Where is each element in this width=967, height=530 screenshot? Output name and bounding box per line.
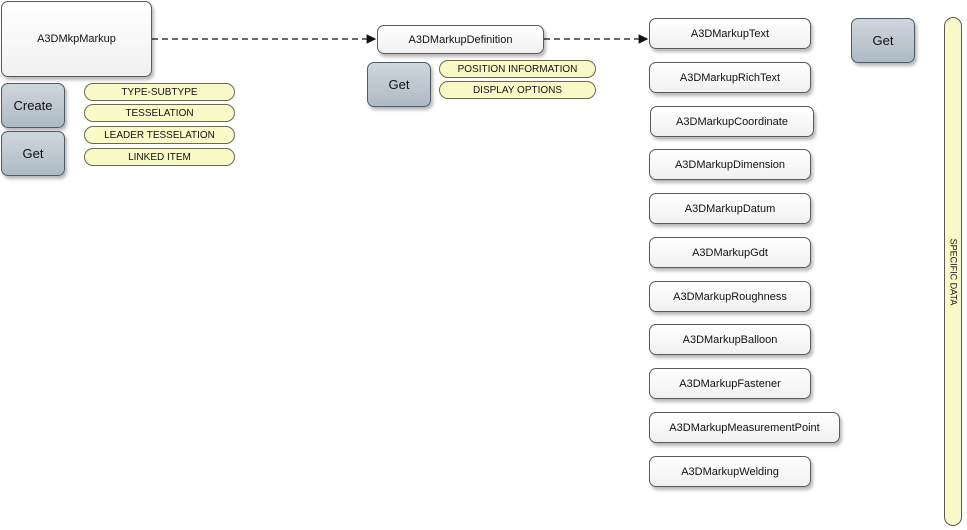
definition-get-button-label: Get [388,77,410,92]
specific-data-bar [944,17,962,526]
type-a3dmarkupballoon: A3DMarkupBalloon [649,324,811,355]
type-a3dmarkupdatum-label: A3DMarkupDatum [684,202,776,215]
tag-display-options: DISPLAY OPTIONS [439,81,596,99]
type-a3dmarkupmeasurementpoint: A3DMarkupMeasurementPoint [649,412,840,443]
type-a3dmarkuproughness: A3DMarkupRoughness [649,281,811,312]
tag-tesselation: TESSELATION [84,104,235,122]
specific-data-label-wrap: SPECIFIC DATA [944,17,962,526]
type-a3dmarkupwelding: A3DMarkupWelding [649,456,811,487]
type-a3dmarkupcoordinate: A3DMarkupCoordinate [650,106,814,137]
type-a3dmarkupfastener-label: A3DMarkupFastener [679,377,781,390]
tag-linked-item-label: LINKED ITEM [128,151,191,163]
tag-tesselation-label: TESSELATION [125,107,194,119]
type-a3dmarkuprichtext: A3DMarkupRichText [649,62,811,93]
tag-linked-item: LINKED ITEM [84,148,235,166]
markup-get-button-label: Get [22,146,44,161]
type-a3dmarkupcoordinate-label: A3DMarkupCoordinate [676,115,788,128]
tag-position-information: POSITION INFORMATION [439,60,596,78]
node-a3dmkpmarkup-label: A3DMkpMarkup [37,33,116,45]
tag-position-information-label: POSITION INFORMATION [457,63,578,75]
node-a3dmkpmarkup: A3DMkpMarkup [1,1,152,77]
specific-data-label: SPECIFIC DATA [948,238,958,305]
type-a3dmarkupgdt-label: A3DMarkupGdt [692,246,768,259]
tag-type-subtype: TYPE-SUBTYPE [84,83,235,101]
specific-get-button[interactable]: Get [851,18,915,63]
create-button-label: Create [13,98,53,113]
type-a3dmarkupdatum: A3DMarkupDatum [649,193,811,224]
type-a3dmarkuptext: A3DMarkupText [649,18,811,49]
type-a3dmarkupballoon-label: A3DMarkupBalloon [682,333,778,346]
tag-leader-tesselation-label: LEADER TESSELATION [104,129,215,141]
type-a3dmarkupdimension-label: A3DMarkupDimension [674,158,786,171]
type-a3dmarkupmeasurementpoint-label: A3DMarkupMeasurementPoint [669,421,820,434]
node-a3dmarkupdefinition: A3DMarkupDefinition [377,25,544,54]
type-a3dmarkuprichtext-label: A3DMarkupRichText [679,71,781,84]
tag-type-subtype-label: TYPE-SUBTYPE [121,86,198,98]
type-a3dmarkupfastener: A3DMarkupFastener [649,368,811,399]
type-a3dmarkupdimension: A3DMarkupDimension [649,149,811,180]
create-button[interactable]: Create [1,83,65,128]
type-a3dmarkuptext-label: A3DMarkupText [690,27,770,40]
tag-display-options-label: DISPLAY OPTIONS [472,84,563,96]
tag-leader-tesselation: LEADER TESSELATION [84,126,235,144]
markup-get-button[interactable]: Get [1,131,65,176]
type-a3dmarkuproughness-label: A3DMarkupRoughness [673,290,787,303]
node-a3dmarkupdefinition-label: A3DMarkupDefinition [408,33,513,46]
specific-get-button-label: Get [872,33,894,48]
type-a3dmarkupwelding-label: A3DMarkupWelding [681,465,779,478]
type-a3dmarkupgdt: A3DMarkupGdt [649,237,811,268]
definition-get-button[interactable]: Get [367,62,431,107]
